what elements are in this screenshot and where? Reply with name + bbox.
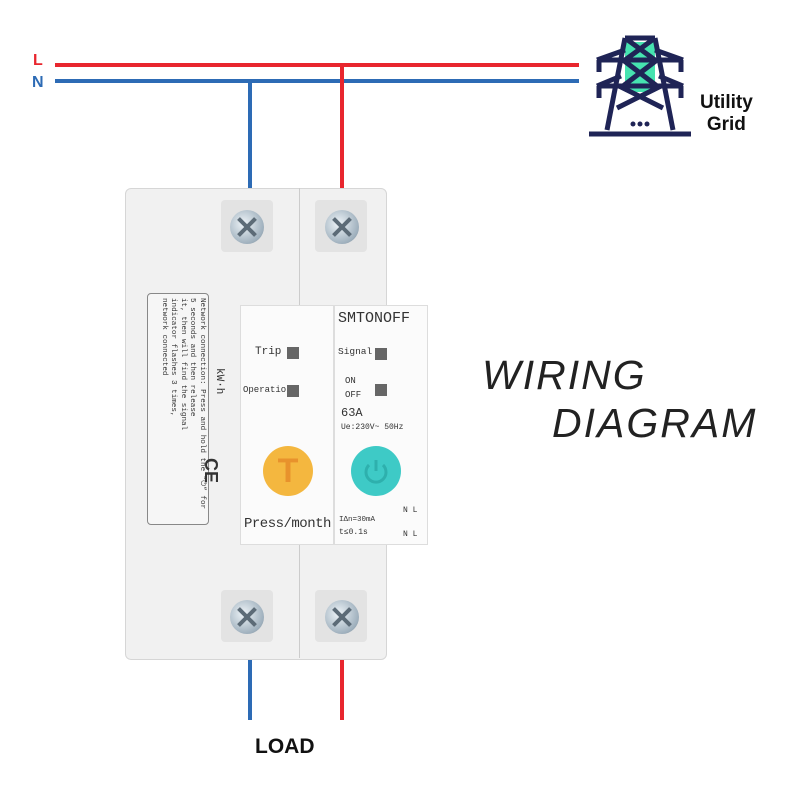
neutral-load-wire: [248, 655, 252, 720]
operation-indicator: [287, 385, 299, 397]
control-panel: Trip Operation T Press/month: [240, 305, 334, 545]
grid-label-line2: Grid: [706, 114, 746, 135]
trip-time-label: t≤0.1s: [339, 528, 368, 537]
note-line: 5 seconds and then release: [188, 298, 197, 417]
note-line: it, then will find the signal: [179, 298, 187, 431]
unit-label: kW·h: [213, 368, 225, 395]
power-tower-icon: [589, 35, 691, 137]
operation-label: Operation: [243, 385, 292, 395]
signal-indicator: [375, 348, 387, 360]
power-button[interactable]: [351, 446, 401, 496]
instruction-label: Network connection: Press and hold the “…: [147, 293, 209, 525]
bottom-neutral-screw[interactable]: [230, 600, 264, 634]
voltage-label: Ue:230V~ 50Hz: [341, 423, 404, 432]
live-label: L: [33, 52, 43, 69]
note-line: indicator flashes 3 times,: [169, 298, 178, 417]
test-button[interactable]: T: [263, 446, 313, 496]
power-icon: [364, 460, 388, 484]
title-line2: DIAGRAM: [552, 400, 758, 446]
title-line1: WIRING: [482, 352, 647, 398]
load-label: LOAD: [255, 735, 315, 758]
brand-label: SMTONOFF: [338, 310, 411, 327]
on-label: ON: [345, 376, 356, 386]
top-live-screw[interactable]: [325, 210, 359, 244]
live-line: [55, 63, 579, 67]
terminal-bottom-label: N L: [403, 530, 418, 539]
ce-mark: CE: [201, 458, 221, 484]
terminal-top-label: N L: [403, 506, 418, 515]
utility-grid-label: Utility Grid: [700, 92, 753, 136]
neutral-drop-wire: [248, 81, 252, 191]
breaker-device: Network connection: Press and hold the “…: [125, 188, 428, 660]
neutral-line: [55, 79, 579, 83]
bottom-live-screw[interactable]: [325, 600, 359, 634]
signal-label: Signal: [338, 346, 373, 357]
on-off-indicator: [375, 384, 387, 396]
test-label: Press/month: [244, 516, 331, 532]
trip-indicator: [287, 347, 299, 359]
rating-label: 63A: [341, 406, 363, 420]
switch-panel: SMTONOFF Signal ON OFF 63A Ue:230V~ 50Hz…: [334, 305, 428, 545]
off-label: OFF: [345, 390, 362, 400]
trip-label: Trip: [255, 346, 282, 358]
live-load-wire: [340, 655, 344, 720]
top-neutral-screw[interactable]: [230, 210, 264, 244]
live-drop-wire: [340, 65, 344, 191]
neutral-label: N: [32, 74, 44, 91]
note-line: Network connection: Press and hold the “…: [198, 298, 206, 510]
grid-label-line1: Utility: [700, 92, 753, 113]
residual-current-label: IΔn=30mA: [339, 516, 376, 524]
note-line: network connected: [160, 298, 168, 376]
